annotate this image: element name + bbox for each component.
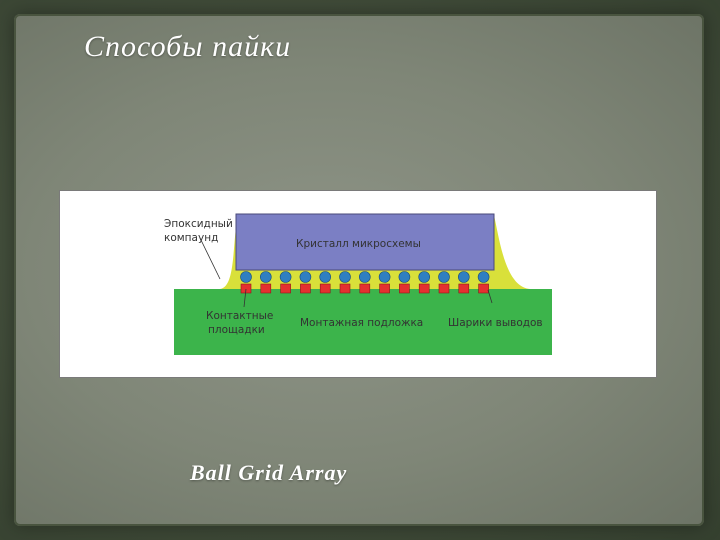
label-pads-line2: площадки (208, 324, 265, 336)
bga-diagram-svg: Эпоксидный компаунд Кристалл микросхемы … (164, 213, 552, 355)
label-pads-line1: Контактные (206, 310, 273, 322)
solder-ball (358, 271, 371, 283)
balls-leader-line (487, 289, 493, 304)
solder-ball (319, 271, 332, 283)
solder-ball (260, 271, 272, 283)
bga-diagram: Эпоксидный компаунд Кристалл микросхемы … (59, 190, 657, 378)
slide-caption: Ball Grid Array (190, 460, 348, 485)
solder-ball (339, 271, 351, 283)
slide-title: Способы пайки (84, 30, 292, 63)
contact-pads (240, 283, 489, 294)
solder-ball (378, 271, 391, 283)
label-epoxy-line1: Эпоксидный (164, 218, 233, 230)
chip-die (235, 213, 495, 271)
label-crystal: Кристалл микросхемы (296, 238, 421, 250)
contact-pad (438, 283, 450, 294)
solder-ball (240, 271, 252, 283)
label-balls: Шарики выводов (448, 317, 543, 329)
contact-pad (359, 283, 371, 294)
solder-ball (477, 271, 490, 283)
contact-pad (399, 283, 410, 294)
solder-ball (279, 271, 292, 283)
solder-ball (398, 271, 411, 283)
label-epoxy-line2: компаунд (164, 232, 218, 244)
contact-pad (260, 283, 272, 294)
solder-ball (299, 271, 312, 283)
contact-pad (339, 283, 351, 294)
solder-ball (418, 271, 431, 283)
contact-pad (240, 283, 252, 294)
substrate-board (174, 289, 552, 355)
contact-pad (478, 283, 489, 294)
contact-pad (319, 283, 331, 294)
solder-ball (438, 271, 450, 283)
epoxy-leader-line (199, 237, 221, 280)
contact-pad (458, 283, 470, 294)
solder-ball (457, 271, 470, 283)
contact-pad (300, 283, 311, 294)
contact-pad (418, 283, 430, 294)
contact-pad (280, 283, 291, 294)
solder-balls (240, 271, 490, 283)
contact-pad (379, 283, 390, 294)
label-substrate: Монтажная подложка (300, 317, 423, 329)
pads-leader-line (243, 288, 247, 308)
